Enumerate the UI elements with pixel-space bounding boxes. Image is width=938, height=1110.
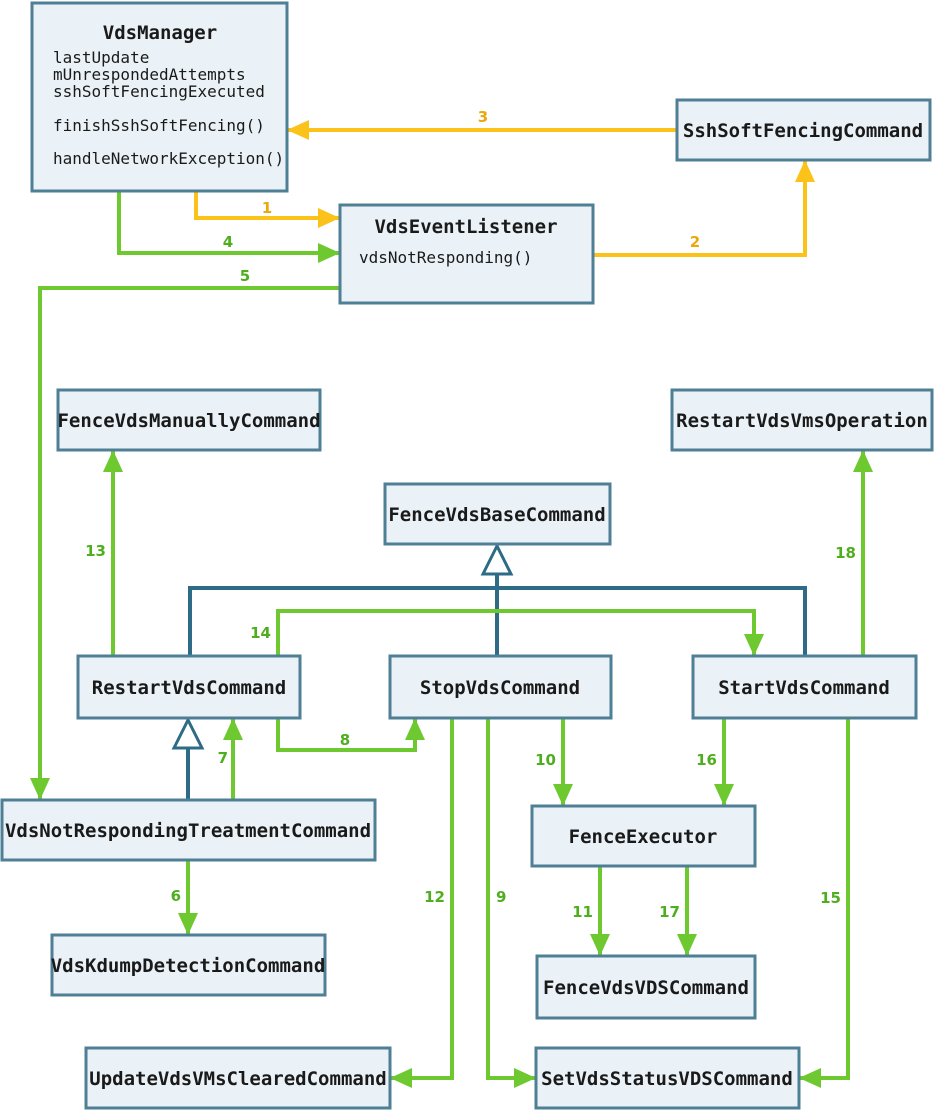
node-restartvdsvmsoperation-box [670, 388, 934, 452]
inheritance-lines [171, 542, 807, 800]
edge-label-14: 14 [250, 624, 271, 642]
call-edges [30, 120, 873, 1088]
edge-label-3: 3 [478, 108, 488, 126]
edge-labels: 1 2 3 4 5 6 7 8 9 10 11 12 13 14 15 16 1… [85, 108, 856, 921]
node-vdsmanager-attr: mUnrespondedAttempts [53, 65, 246, 84]
node-vdseventlistener-box [338, 203, 595, 305]
node-vdskdumpdetectioncommand-box [50, 933, 327, 997]
node-setvdsstatusvdscommand-title: SetVdsStatusVDSCommand [541, 1068, 793, 1090]
edge-15-line [799, 718, 850, 1088]
edge-1-line [194, 191, 340, 228]
node-vdsmanager-attr: lastUpdate [53, 48, 149, 67]
edge-label-8: 8 [340, 731, 350, 749]
node-vdskdumpdetectioncommand-title: VdsKdumpDetectionCommand [51, 955, 326, 977]
node-startvdscommand-title: StartVdsCommand [718, 677, 890, 699]
node-stopvdscommand: StopVdsCommand [388, 654, 613, 720]
node-vdsmanager-attr: sshSoftFencingExecuted [53, 82, 265, 101]
node-fenceexecutor: FenceExecutor [530, 804, 757, 868]
edge-label-7: 7 [218, 749, 228, 767]
edge-label-10: 10 [535, 751, 556, 769]
edge-label-6: 6 [171, 887, 181, 905]
edge-label-16: 16 [696, 751, 717, 769]
node-fencevdsbasecommand: FenceVdsBaseCommand [383, 482, 612, 546]
edge-label-4: 4 [223, 233, 233, 251]
edge-12-line [390, 718, 454, 1088]
node-sshsoftfencingcommand-box [675, 98, 932, 162]
node-fencevdsbasecommand-box [383, 482, 612, 546]
edge-label-18: 18 [835, 544, 856, 562]
node-restartvdsvmsoperation: RestartVdsVmsOperation [670, 388, 934, 452]
edge-label-9: 9 [496, 888, 506, 906]
edge-5-line [30, 286, 340, 800]
edge-8-line [276, 718, 425, 752]
edge-label-2: 2 [690, 233, 700, 251]
node-updatevdsvmsclearedcommand: UpdateVdsVMsClearedCommand [84, 1046, 392, 1110]
node-vdseventlistener-title: VdsEventListener [374, 216, 557, 238]
node-sshsoftfencingcommand-title: SshSoftFencingCommand [683, 120, 923, 142]
edge-label-13: 13 [85, 542, 106, 560]
node-vdskdumpdetectioncommand: VdsKdumpDetectionCommand [50, 933, 327, 997]
node-vdsmanager-title: VdsManager [103, 22, 217, 44]
node-vdsnotrespondingtreatmentcommand: VdsNotRespondingTreatmentCommand [0, 798, 377, 862]
node-vdsmanager-method: handleNetworkException() [53, 149, 284, 168]
node-updatevdsvmsclearedcommand-box [84, 1046, 392, 1110]
node-fencevdsmanuallycommand: FenceVdsManuallyCommand [56, 388, 322, 452]
node-vdseventlistener: VdsEventListener vdsNotResponding() [338, 203, 595, 305]
node-vdsmanager: VdsManager lastUpdate mUnrespondedAttemp… [30, 1, 289, 193]
node-sshsoftfencingcommand: SshSoftFencingCommand [675, 98, 932, 162]
node-restartvdsvmsoperation-title: RestartVdsVmsOperation [676, 410, 928, 432]
node-startvdscommand-box [691, 654, 918, 720]
edge-label-5: 5 [240, 267, 250, 285]
node-startvdscommand: StartVdsCommand [691, 654, 918, 720]
edge-label-11: 11 [572, 903, 593, 921]
inheritance-triangle-icon [171, 716, 205, 750]
node-vdsnotrespondingtreatmentcommand-title: VdsNotRespondingTreatmentCommand [5, 820, 371, 842]
node-fencevdsvdscommand-title: FenceVdsVDSCommand [543, 977, 749, 999]
node-setvdsstatusvdscommand-box [534, 1046, 801, 1110]
node-vdsnotrespondingtreatmentcommand-box [0, 798, 377, 862]
node-fencevdsmanuallycommand-box [56, 388, 322, 452]
node-vdsmanager-box [30, 1, 289, 193]
node-vdseventlistener-method: vdsNotResponding() [359, 248, 532, 267]
node-fencevdsmanuallycommand-title: FenceVdsManuallyCommand [57, 410, 320, 432]
edge-9-line [486, 718, 536, 1088]
node-fenceexecutor-box [530, 804, 757, 868]
edge-4-line [117, 191, 340, 263]
node-restartvdscommand-title: RestartVdsCommand [92, 677, 286, 699]
node-stopvdscommand-title: StopVdsCommand [420, 677, 580, 699]
node-setvdsstatusvdscommand: SetVdsStatusVDSCommand [534, 1046, 801, 1110]
node-fencevdsvdscommand-box [535, 954, 757, 1020]
node-restartvdscommand-box [76, 654, 302, 720]
edge-2-line [593, 160, 815, 257]
node-restartvdscommand: RestartVdsCommand [76, 654, 302, 720]
edge-label-17: 17 [659, 903, 680, 921]
node-updatevdsvmsclearedcommand-title: UpdateVdsVMsClearedCommand [89, 1068, 386, 1090]
node-vdsmanager-method: finishSshSoftFencing() [53, 116, 265, 135]
edge-label-15: 15 [820, 889, 841, 907]
node-stopvdscommand-box [388, 654, 613, 720]
inheritance-triangle-icon [480, 542, 514, 576]
edge-label-12: 12 [424, 888, 445, 906]
node-fenceexecutor-title: FenceExecutor [569, 826, 718, 848]
edge-14-line [276, 609, 764, 656]
node-fencevdsvdscommand: FenceVdsVDSCommand [535, 954, 757, 1020]
node-fencevdsbasecommand-title: FenceVdsBaseCommand [388, 504, 605, 526]
edge-label-1: 1 [262, 199, 272, 217]
